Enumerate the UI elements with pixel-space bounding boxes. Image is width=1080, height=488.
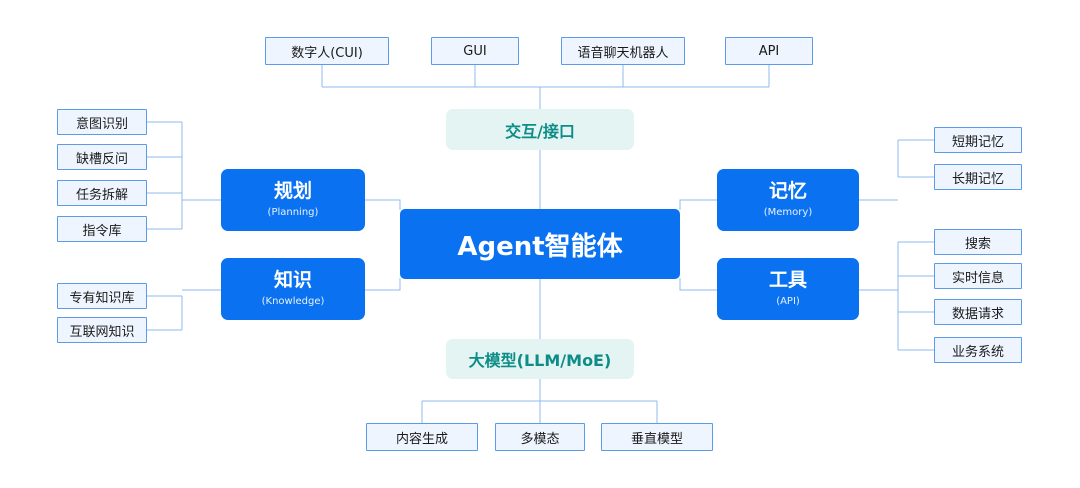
interface-gui: GUI xyxy=(431,37,519,65)
planning-task-decomposition: 任务拆解 xyxy=(57,180,147,206)
interface-api: API xyxy=(725,37,813,65)
knowledge-internet: 互联网知识 xyxy=(57,317,147,343)
large-model-node: 大模型(LLM/MoE) xyxy=(446,339,634,379)
tools-node: 工具 (API) xyxy=(717,258,859,320)
model-multimodal: 多模态 xyxy=(495,423,585,451)
model-content-generation: 内容生成 xyxy=(366,423,478,451)
tools-business-system: 业务系统 xyxy=(934,337,1022,363)
knowledge-subtitle: (Knowledge) xyxy=(261,296,325,307)
knowledge-proprietary-kb: 专有知识库 xyxy=(57,283,147,309)
planning-node: 规划 (Planning) xyxy=(221,169,365,231)
planning-intent-recognition: 意图识别 xyxy=(57,109,147,135)
memory-short-term: 短期记忆 xyxy=(934,127,1022,153)
agent-center-node: Agent智能体 xyxy=(400,209,680,279)
model-vertical: 垂直模型 xyxy=(601,423,713,451)
tools-subtitle: (API) xyxy=(776,296,800,307)
planning-subtitle: (Planning) xyxy=(267,207,319,218)
knowledge-title: 知识 xyxy=(273,269,312,291)
memory-title: 记忆 xyxy=(768,180,807,202)
interface-voice-chatbot: 语音聊天机器人 xyxy=(561,37,685,65)
interaction-interface-node: 交互/接口 xyxy=(446,109,634,150)
tools-search: 搜索 xyxy=(934,229,1022,255)
tools-data-request: 数据请求 xyxy=(934,299,1022,325)
memory-long-term: 长期记忆 xyxy=(934,164,1022,190)
tools-title: 工具 xyxy=(768,269,807,291)
planning-slot-clarification: 缺槽反问 xyxy=(57,144,147,170)
memory-node: 记忆 (Memory) xyxy=(717,169,859,231)
memory-subtitle: (Memory) xyxy=(763,207,813,218)
interface-digital-human: 数字人(CUI) xyxy=(265,37,389,65)
planning-title: 规划 xyxy=(273,180,312,202)
knowledge-node: 知识 (Knowledge) xyxy=(221,258,365,320)
planning-instruction-library: 指令库 xyxy=(57,216,147,242)
tools-realtime-info: 实时信息 xyxy=(934,263,1022,289)
